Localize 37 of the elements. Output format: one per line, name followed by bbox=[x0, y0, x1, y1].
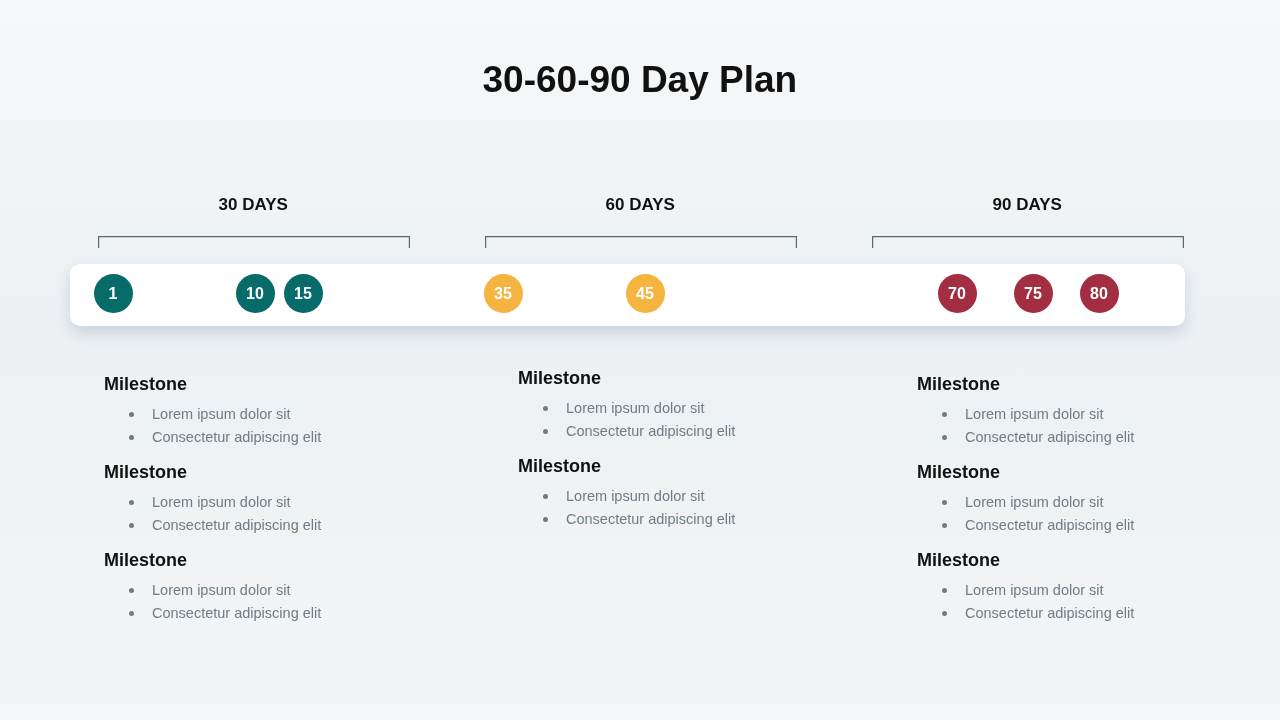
bullet-text: Lorem ipsum dolor sit bbox=[152, 493, 291, 511]
bullet-text: Lorem ipsum dolor sit bbox=[965, 581, 1104, 599]
bullet-text: Lorem ipsum dolor sit bbox=[566, 487, 705, 505]
day-marker: 35 bbox=[483, 273, 523, 313]
milestone-heading: Milestone bbox=[917, 373, 1000, 395]
day-marker: 15 bbox=[283, 273, 323, 313]
timeline-bar bbox=[70, 264, 1185, 326]
bullet-text: Lorem ipsum dolor sit bbox=[152, 581, 291, 599]
bullet-text: Consectetur adipiscing elit bbox=[566, 422, 736, 440]
milestone-heading: Milestone bbox=[104, 461, 187, 483]
milestone-heading: Milestone bbox=[917, 549, 1000, 571]
period-heading: 90 DAYS bbox=[992, 194, 1062, 215]
bullet-text: Consectetur adipiscing elit bbox=[152, 516, 322, 534]
bullet-text: Consectetur adipiscing elit bbox=[965, 604, 1135, 622]
milestone-heading: Milestone bbox=[917, 461, 1000, 483]
bullet-text: Consectetur adipiscing elit bbox=[152, 428, 322, 446]
milestone-heading: Milestone bbox=[518, 455, 601, 477]
day-marker: 75 bbox=[1013, 273, 1053, 313]
milestone-heading: Milestone bbox=[104, 549, 187, 571]
day-marker: 1 bbox=[93, 273, 133, 313]
period-heading: 30 DAYS bbox=[218, 194, 288, 215]
bullet-text: Consectetur adipiscing elit bbox=[152, 604, 322, 622]
milestone-heading: Milestone bbox=[518, 367, 601, 389]
day-marker: 70 bbox=[937, 273, 977, 313]
bullet-text: Lorem ipsum dolor sit bbox=[965, 493, 1104, 511]
milestone-heading: Milestone bbox=[104, 373, 187, 395]
period-heading: 60 DAYS bbox=[605, 194, 675, 215]
bullet-text: Lorem ipsum dolor sit bbox=[152, 405, 291, 423]
slide-title: 30-60-90 Day Plan bbox=[482, 58, 798, 102]
day-marker: 80 bbox=[1079, 273, 1119, 313]
bullet-text: Lorem ipsum dolor sit bbox=[965, 405, 1104, 423]
bullet-text: Consectetur adipiscing elit bbox=[965, 516, 1135, 534]
day-marker: 10 bbox=[235, 273, 275, 313]
bullet-text: Consectetur adipiscing elit bbox=[566, 510, 736, 528]
bullet-text: Consectetur adipiscing elit bbox=[965, 428, 1135, 446]
bullet-text: Lorem ipsum dolor sit bbox=[566, 399, 705, 417]
day-marker: 45 bbox=[625, 273, 665, 313]
